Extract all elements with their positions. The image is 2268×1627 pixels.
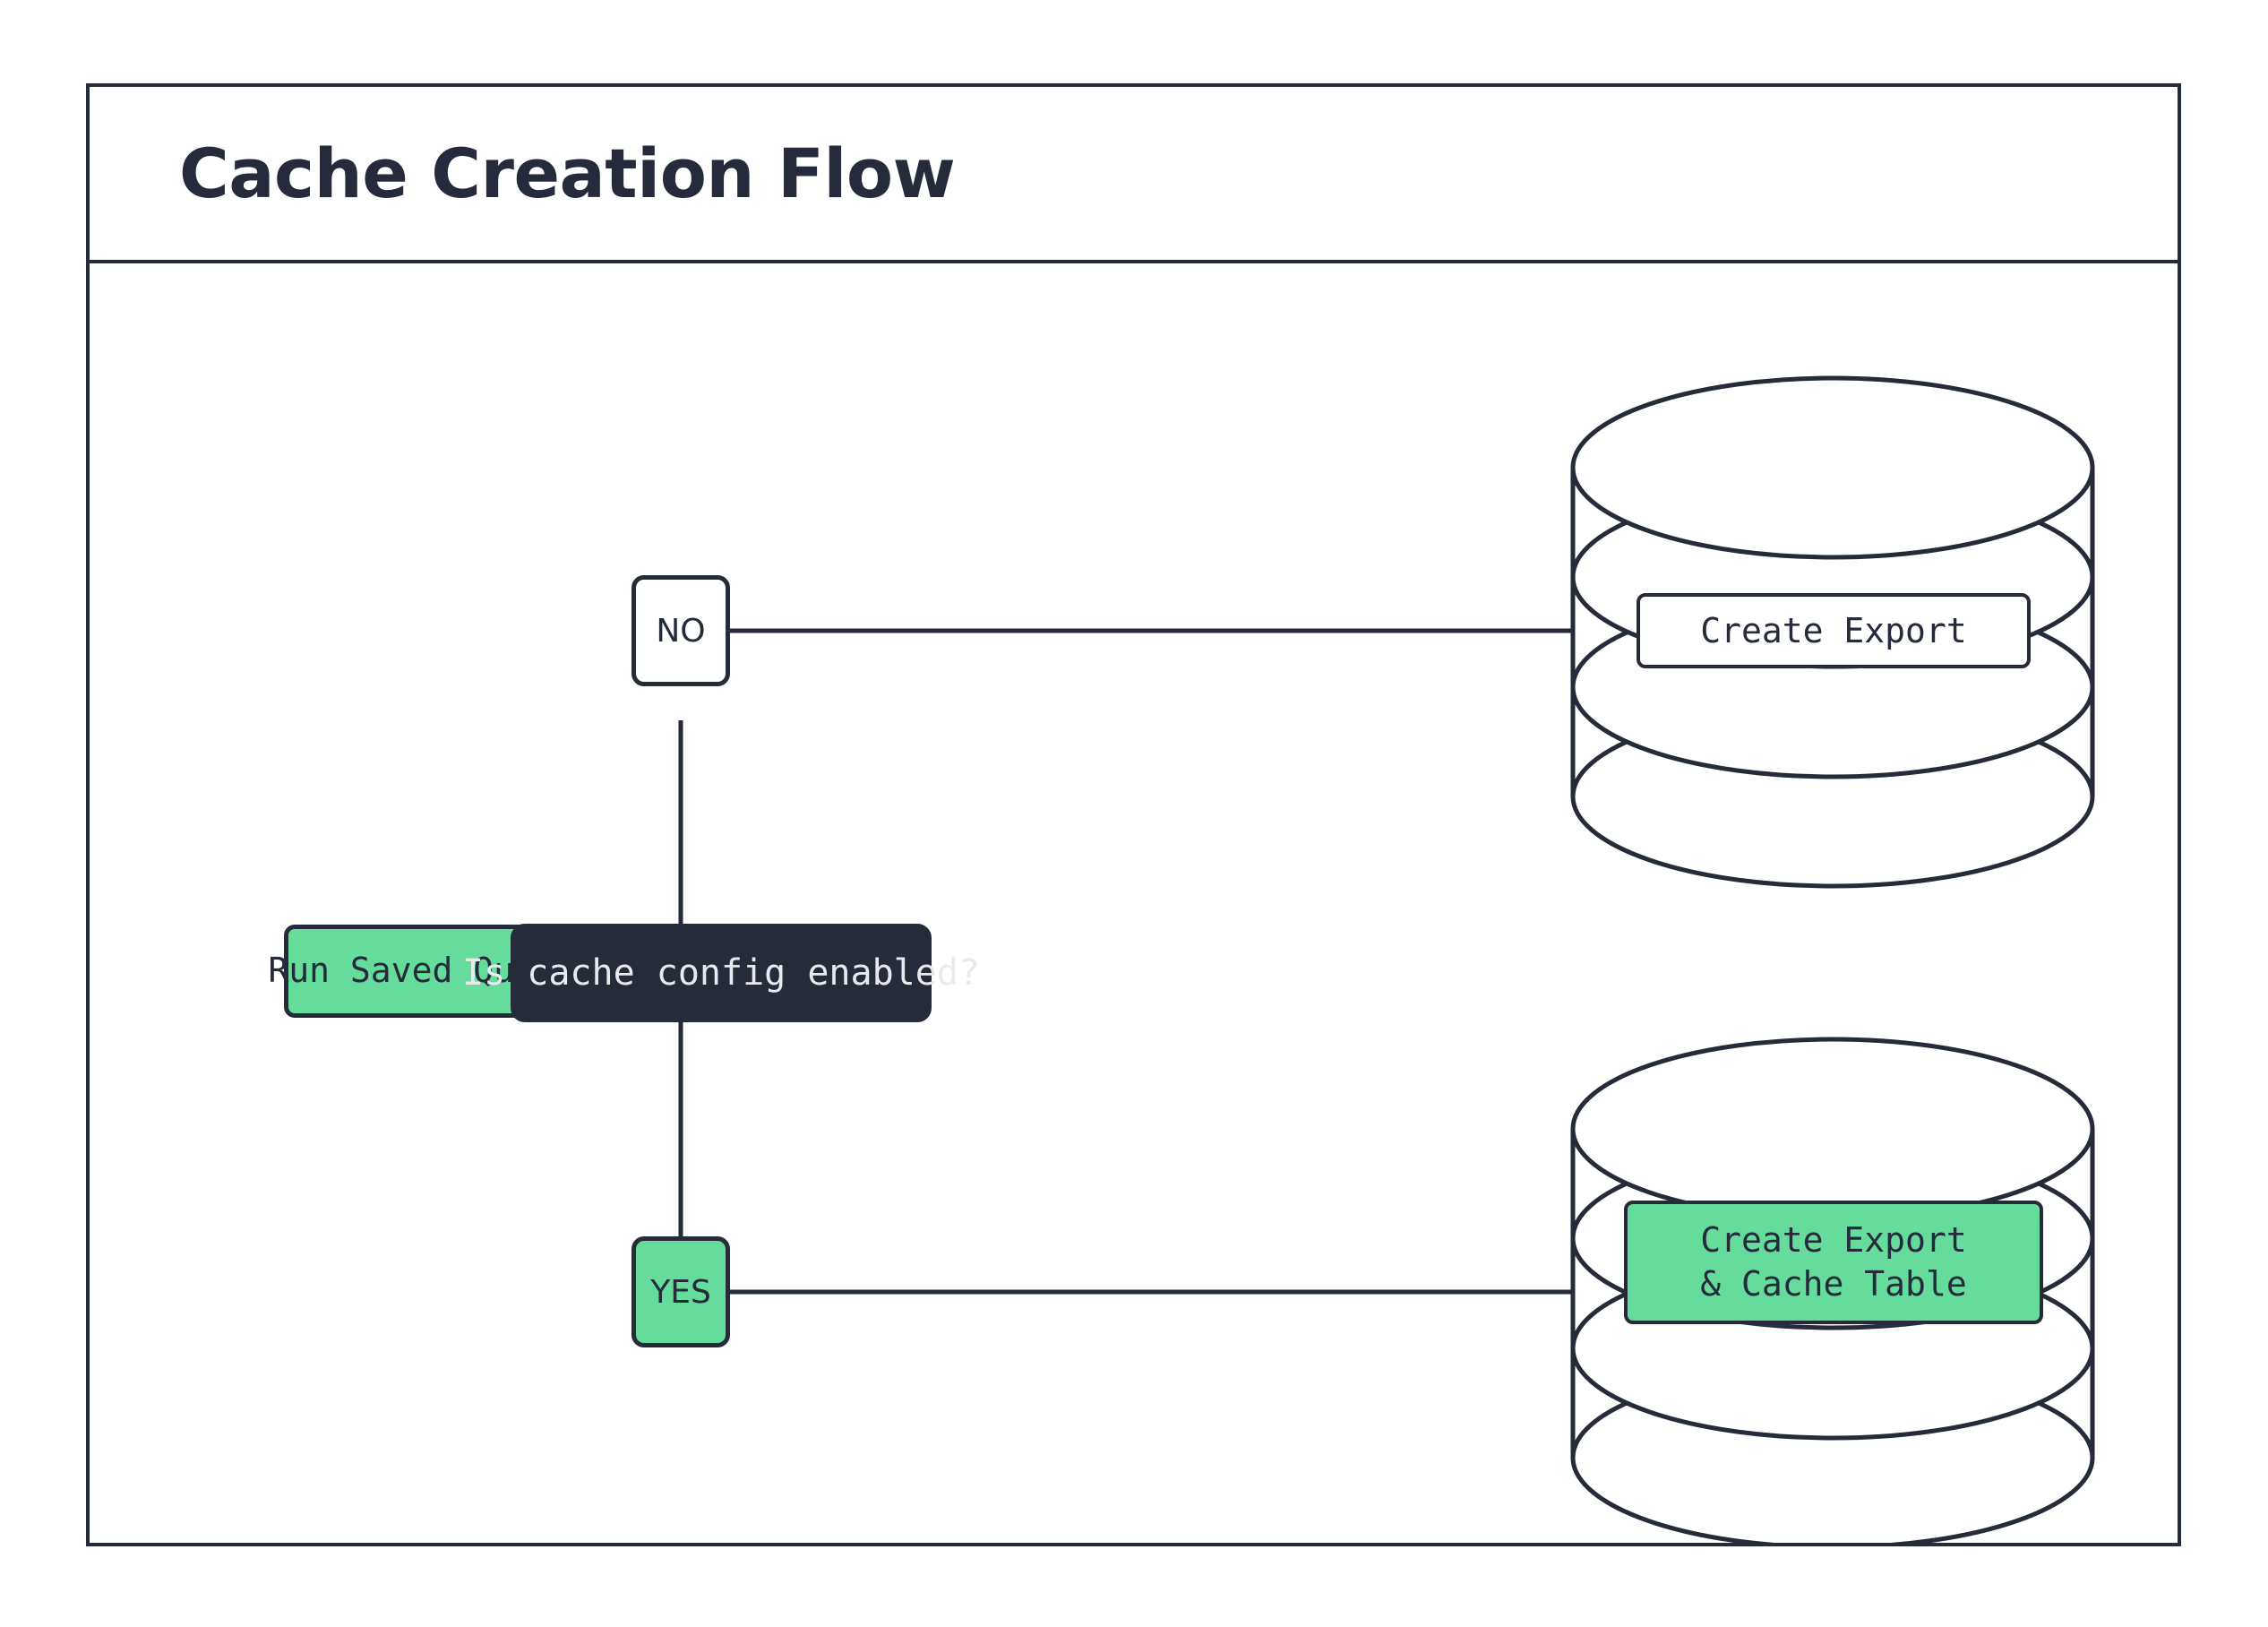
db-top-disc-1 bbox=[1570, 375, 2095, 560]
flow-graphics bbox=[419, 375, 2095, 1543]
diagram-header: Cache Creation Flow bbox=[90, 87, 2178, 263]
diagram-frame: Cache Creation Flow bbox=[86, 83, 2181, 1546]
db-bottom-disc-1 bbox=[1570, 1037, 2095, 1221]
node-db-bottom-label-create-export-cache-table[interactable]: Create Export & Cache Table bbox=[1624, 1201, 2043, 1324]
node-branch-yes[interactable]: YES bbox=[631, 1236, 730, 1347]
node-branch-no[interactable]: NO bbox=[631, 575, 730, 686]
page-title: Cache Creation Flow bbox=[179, 133, 956, 213]
edge-group bbox=[419, 628, 1573, 1295]
node-decision-cache-config[interactable]: Is cache config enabled? bbox=[462, 924, 980, 1022]
node-db-top-label-create-export[interactable]: Create Export bbox=[1637, 593, 2031, 668]
flow-canvas: Run Saved Query Is cache config enabled?… bbox=[90, 263, 2178, 1543]
